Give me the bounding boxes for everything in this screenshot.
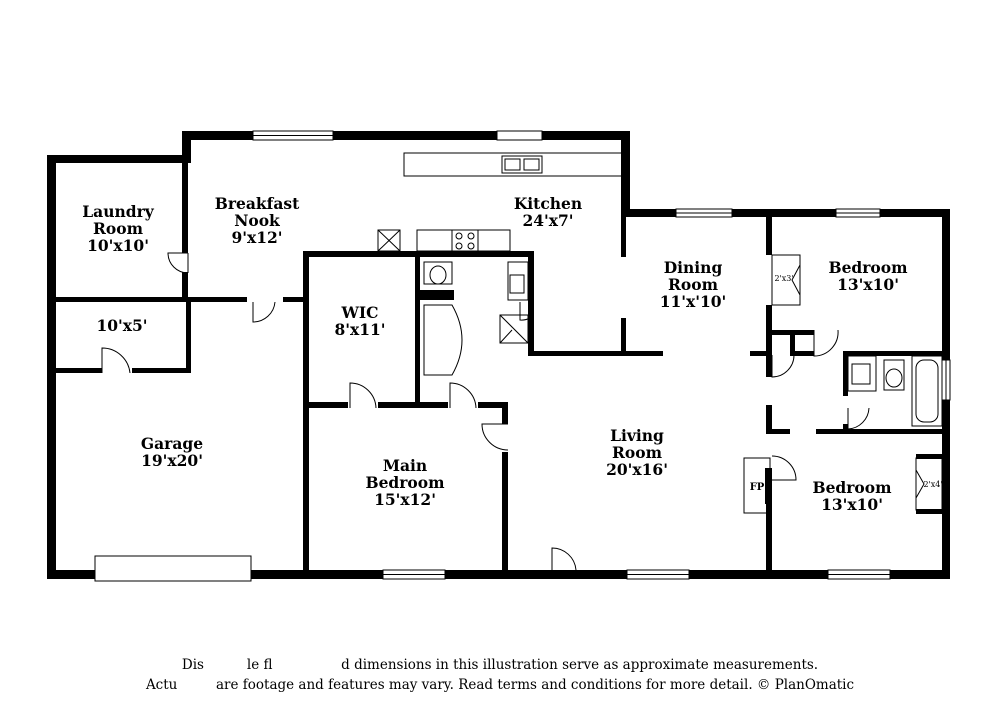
windows xyxy=(94,130,951,582)
kitchen-name: Kitchen xyxy=(514,194,582,213)
wic-dims: 8'x11' xyxy=(334,320,385,339)
bedroom-top-dims: 13'x10' xyxy=(837,275,899,294)
closet-label-bottom: 2'x4' xyxy=(923,480,942,489)
disclaimer-line-1: Dis le fl d dimensions in this illustrat… xyxy=(181,657,819,673)
main-bedroom-dims: 15'x12' xyxy=(374,490,436,509)
disclaimer-line-2: Actu are footage and features may vary. … xyxy=(145,677,855,693)
bedroom-top-name: Bedroom xyxy=(828,258,908,277)
storage-dims: 10'x5' xyxy=(96,316,147,335)
closet-label-top: 2'x3' xyxy=(774,274,793,283)
laundry-room-dims: 10'x10' xyxy=(87,236,149,255)
bedroom-bottom-dims: 13'x10' xyxy=(821,495,883,514)
breakfast-nook-dims: 9'x12' xyxy=(231,228,282,247)
fireplace-label: FP xyxy=(750,482,765,493)
living-room-dims: 20'x16' xyxy=(606,460,668,479)
kitchen-dims: 24'x7' xyxy=(522,211,573,230)
wic-name: WIC xyxy=(341,303,379,322)
garage-name: Garage xyxy=(141,434,203,453)
fixtures xyxy=(377,152,943,514)
bedroom-bottom-name: Bedroom xyxy=(812,478,892,497)
garage-dims: 19'x20' xyxy=(141,451,203,470)
disclaimer: Dis le fl d dimensions in this illustrat… xyxy=(0,655,1000,695)
dining-room-dims: 11'x'10' xyxy=(660,292,727,311)
interior-walls xyxy=(56,163,950,570)
doors xyxy=(101,252,870,571)
